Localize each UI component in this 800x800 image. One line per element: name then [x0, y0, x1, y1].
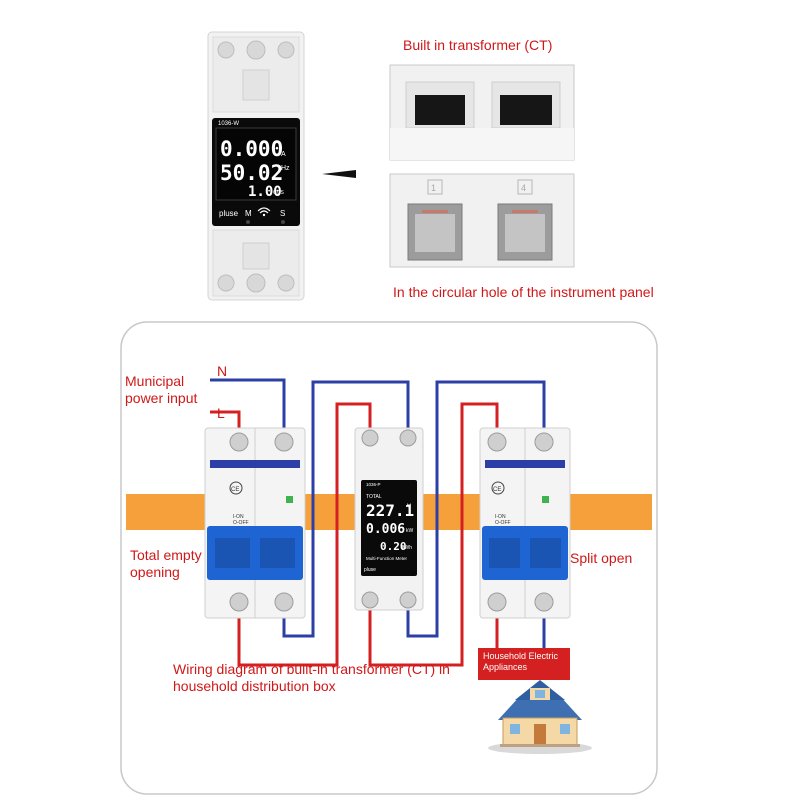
left-breaker	[204, 427, 306, 619]
ct-caption: In the circular hole of the instrument p…	[393, 284, 654, 300]
diagram-meter-row1: 227.1	[366, 501, 414, 520]
diagram-meter-footer: Multi-Function Meter	[366, 556, 408, 561]
diagram-meter-total: TOTAL	[366, 494, 382, 500]
label-n: N	[217, 363, 228, 379]
meter-row2-unit: Hz	[281, 165, 290, 172]
meter-m-button[interactable]: M	[245, 209, 252, 218]
slot-marker-left: 1	[431, 183, 436, 193]
wiring-diagram: CE I-ON O-OFF 1036-P TOTAL 227.1 V 0.006…	[120, 321, 658, 795]
meter-s-button[interactable]: S	[280, 209, 285, 218]
right-breaker-state-on: I-ON	[495, 514, 506, 520]
household-box	[478, 648, 570, 680]
diagram-meter-pluse: pluse	[364, 567, 376, 573]
meter-device	[207, 31, 305, 301]
meter-model-label: 1036-W	[218, 121, 239, 127]
ct-photo-bottom	[389, 173, 575, 268]
slot-marker-right: 4	[521, 183, 526, 193]
house-icon	[488, 680, 592, 754]
m-button-dot	[246, 220, 250, 224]
label-wiring-caption: Wiring diagram of built-in transformer (…	[173, 661, 450, 694]
wifi-icon	[257, 207, 271, 217]
label-municipal-input: Municipal power input	[125, 373, 198, 406]
diagram-meter-row3: 0.20	[380, 540, 407, 553]
meter-pluse-label: pluse	[219, 209, 239, 218]
meter-row2-value: 50.02	[220, 161, 283, 185]
left-breaker-ce: CE	[231, 487, 239, 493]
meter-row1-unit: A	[281, 151, 286, 158]
label-l: L	[217, 405, 225, 421]
s-button-dot	[281, 220, 285, 224]
meter-row1-value: 0.000	[220, 137, 283, 161]
right-breaker-state-off: O-OFF	[495, 520, 511, 526]
left-breaker-state-on: I-ON	[233, 514, 244, 520]
diagram-meter-model: 1036-P	[366, 482, 381, 487]
diagram-meter-row1-unit: V	[407, 504, 411, 510]
meter-row3-value: 1.00	[248, 184, 282, 200]
household-label: Household Electric Appliances	[483, 651, 559, 672]
diagram-meter-row2-unit: kW	[406, 528, 414, 534]
top-section: 1036-W 0.000 A 50.02 Hz 1.00 COS pluse M…	[207, 31, 575, 301]
right-breaker-ce: CE	[493, 487, 501, 493]
meter-row3-unit: COS	[273, 190, 285, 196]
right-breaker	[479, 427, 571, 619]
diagram-meter-row2: 0.006	[366, 522, 405, 537]
label-total-empty: Total empty opening	[130, 547, 202, 580]
meter-device-diagram	[354, 427, 424, 611]
wires	[210, 378, 546, 667]
left-breaker-state-off: O-OFF	[233, 520, 249, 526]
label-split-open: Split open	[570, 550, 633, 566]
arrow-icon	[322, 170, 356, 178]
ct-title: Built in transformer (CT)	[403, 37, 553, 53]
diagram-meter-row3-unit: kWh	[402, 545, 412, 551]
ct-photo-top	[389, 64, 575, 161]
